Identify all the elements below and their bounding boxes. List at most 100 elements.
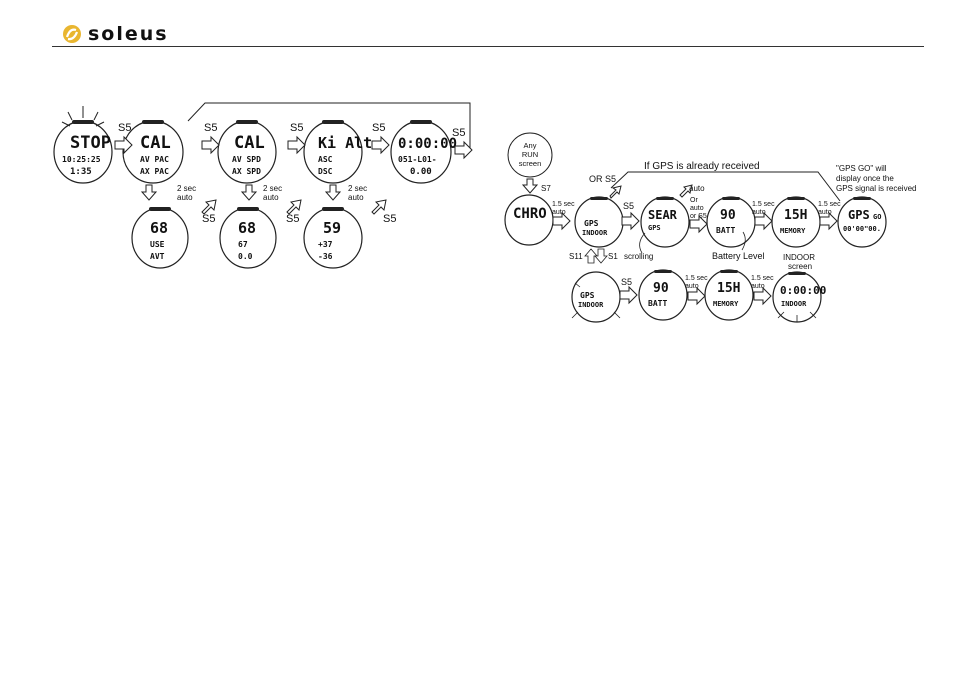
svg-text:68: 68 [238, 219, 256, 237]
svg-text:"GPS GO" will: "GPS GO" will [836, 164, 887, 173]
svg-text:CHRO: CHRO [513, 206, 547, 222]
svg-text:USE: USE [150, 240, 165, 249]
watch-bottom-gps-indoor: GPS INDOOR [571, 271, 621, 323]
watch-bottom-battery: 90 BATT [638, 269, 688, 321]
svg-text:STOP: STOP [70, 133, 111, 153]
svg-text:1:35: 1:35 [70, 167, 92, 177]
svg-text:Battery Level: Battery Level [712, 251, 765, 261]
watch-cal-speed: CAL AV SPD AX SPD [217, 120, 277, 184]
watch-heart-values: 68 67 0.0 [219, 207, 277, 269]
watch-stop: STOP 10:25:25 1:35 [53, 106, 113, 184]
svg-text:If GPS is already received: If GPS is already received [644, 161, 760, 172]
svg-text:15H: 15H [717, 281, 740, 296]
svg-text:GPS signal is received: GPS signal is received [836, 184, 916, 193]
svg-text:S5: S5 [204, 122, 217, 134]
svg-text:S5: S5 [118, 122, 131, 134]
svg-text:ASC: ASC [318, 155, 333, 164]
watch-gps-go: GPS GO 00'00"00. [837, 196, 887, 248]
svg-text:auto: auto [348, 193, 364, 202]
svg-text:10:25:25: 10:25:25 [62, 155, 101, 164]
svg-text:00'00"00.: 00'00"00. [843, 225, 881, 233]
svg-text:auto: auto [263, 193, 279, 202]
any-run-screen: Any RUN screen [507, 132, 553, 178]
svg-text:59: 59 [323, 219, 341, 237]
svg-text:MEMORY: MEMORY [713, 300, 739, 308]
svg-text:CAL: CAL [234, 133, 265, 153]
svg-text:AX SPD: AX SPD [232, 167, 261, 176]
svg-text:auto: auto [552, 209, 566, 216]
svg-text:AV PAC: AV PAC [140, 155, 169, 164]
svg-text:S5: S5 [290, 122, 303, 134]
watch-gps-indoor: GPS INDOOR [574, 196, 624, 248]
svg-text:GPS: GPS [580, 291, 595, 300]
svg-text:DSC: DSC [318, 167, 333, 176]
header: soleus [62, 22, 169, 46]
svg-text:or S5: or S5 [690, 213, 707, 220]
svg-text:INDOOR: INDOOR [781, 300, 807, 308]
svg-text:scrolling: scrolling [624, 252, 653, 261]
soleus-logo-icon [63, 25, 81, 43]
svg-text:1.5 sec: 1.5 sec [752, 201, 775, 208]
watch-memory: 15H MEMORY [771, 196, 821, 248]
svg-text:BATT: BATT [716, 226, 735, 235]
watch-chro: CHRO [504, 194, 554, 246]
watch-cal-pace: CAL AV PAC AX PAC [122, 120, 184, 184]
svg-text:0.0: 0.0 [238, 252, 253, 261]
svg-text:INDOOR: INDOOR [578, 301, 604, 309]
watch-indoor: 0:00:00 INDOOR [772, 271, 826, 323]
diag-arrow [371, 199, 387, 215]
watch-altitude: Ki Alt ASC DSC [303, 120, 372, 184]
svg-text:RUN: RUN [522, 150, 538, 159]
svg-text:OR S5: OR S5 [589, 174, 616, 184]
down-arrow [324, 184, 342, 201]
svg-text:0:00:00: 0:00:00 [398, 136, 457, 152]
brand-name: soleus [88, 23, 169, 45]
svg-text:auto: auto [752, 209, 766, 216]
svg-text:S5: S5 [286, 213, 299, 225]
svg-text:90: 90 [653, 281, 669, 296]
svg-text:INDOOR: INDOOR [582, 229, 608, 237]
svg-text:2 sec: 2 sec [263, 184, 282, 193]
svg-text:GPS: GPS [848, 208, 870, 222]
svg-text:auto: auto [818, 209, 832, 216]
svg-text:screen: screen [788, 262, 812, 271]
svg-text:Ki Alt: Ki Alt [318, 134, 372, 152]
svg-text:2 sec: 2 sec [177, 184, 196, 193]
svg-text:CAL: CAL [140, 133, 171, 153]
svg-text:S5: S5 [621, 277, 632, 287]
svg-text:2 sec: 2 sec [348, 184, 367, 193]
svg-text:GPS: GPS [584, 219, 599, 228]
return-line [187, 102, 471, 150]
svg-text:S5: S5 [202, 213, 215, 225]
svg-text:auto: auto [177, 193, 193, 202]
watch-battery: 90 BATT [706, 196, 756, 248]
svg-text:INDOOR: INDOOR [783, 253, 815, 262]
svg-text:display once the: display once the [836, 174, 894, 183]
svg-text:68: 68 [150, 219, 168, 237]
svg-text:1.5 sec: 1.5 sec [685, 275, 708, 282]
svg-text:BATT: BATT [648, 299, 667, 308]
down-arrow [240, 184, 258, 201]
svg-text:S5: S5 [372, 122, 385, 134]
svg-text:AX PAC: AX PAC [140, 167, 169, 176]
svg-text:Or: Or [690, 197, 698, 204]
watch-chrono-lap: 0:00:00 051-L01- 0.00 [390, 120, 457, 184]
svg-text:67: 67 [238, 240, 248, 249]
svg-text:1.5 sec: 1.5 sec [552, 201, 575, 208]
svg-text:S11: S11 [569, 252, 583, 261]
svg-text:AV SPD: AV SPD [232, 155, 261, 164]
svg-text:S5: S5 [383, 213, 396, 225]
svg-text:auto: auto [689, 184, 705, 193]
svg-text:S1: S1 [608, 252, 618, 261]
svg-text:S5: S5 [623, 201, 634, 211]
watch-bottom-memory: 15H MEMORY [704, 269, 754, 321]
svg-text:0.00: 0.00 [410, 167, 432, 177]
svg-text:S7: S7 [541, 184, 551, 193]
watch-search: SEAR GPS [640, 196, 690, 248]
watch-heart-delta: 59 +37 -36 [303, 207, 363, 269]
svg-text:1.5 sec: 1.5 sec [751, 275, 774, 282]
diag-arrow [286, 199, 302, 215]
svg-text:GPS: GPS [648, 224, 661, 232]
svg-text:90: 90 [720, 208, 736, 223]
